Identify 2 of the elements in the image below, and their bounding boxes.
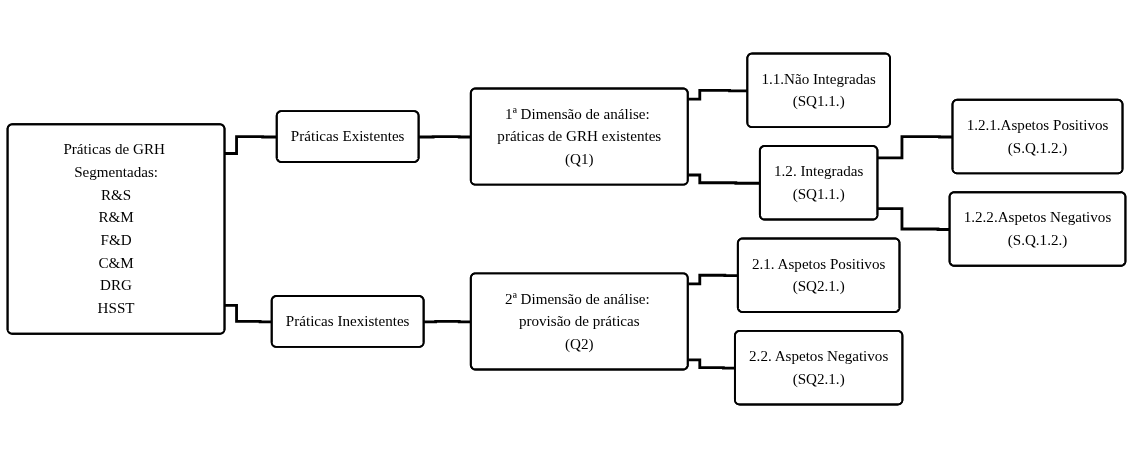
connector — [688, 88, 748, 100]
connector — [877, 134, 953, 159]
